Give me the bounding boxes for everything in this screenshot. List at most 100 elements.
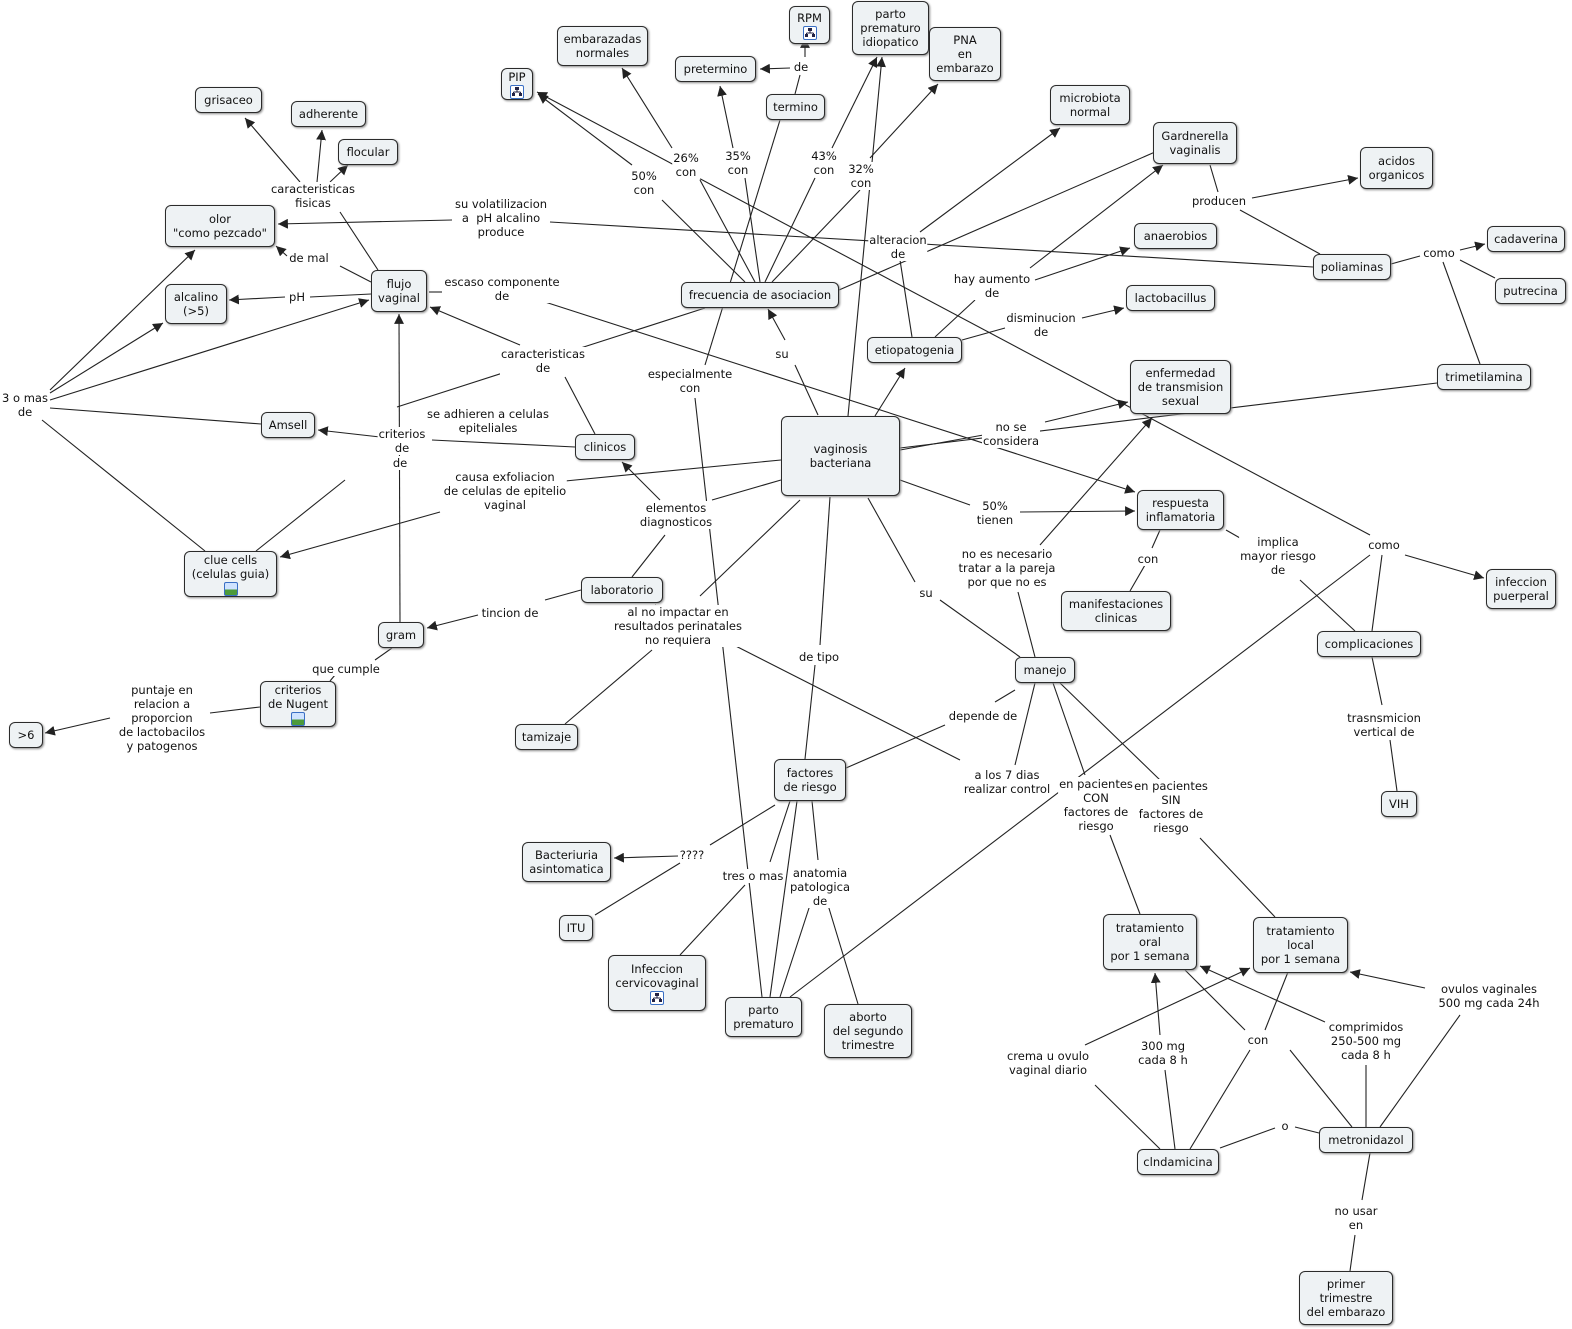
concept-gardnerella[interactable]: Gardnerella vaginalis: [1153, 122, 1237, 164]
concept-flujo[interactable]: flujo vaginal: [371, 270, 427, 312]
concept-clinicos[interactable]: clinicos: [575, 434, 635, 460]
link-label[interactable]: no se considera: [982, 420, 1040, 448]
link-label[interactable]: 32% con: [847, 162, 875, 190]
link-label[interactable]: tres o mas: [721, 869, 785, 883]
submap-icon[interactable]: [650, 990, 664, 1005]
link-label[interactable]: o: [1280, 1119, 1290, 1133]
concept-acidos[interactable]: acidos organicos: [1360, 147, 1433, 189]
link-label[interactable]: depende de: [947, 709, 1019, 723]
concept-nugent[interactable]: criterios de Nugent: [260, 681, 336, 727]
link-label[interactable]: de tipo: [797, 650, 841, 664]
concept-trimetilamina[interactable]: trimetilamina: [1437, 364, 1531, 390]
link-label[interactable]: se adhieren a celulas epiteliales: [426, 407, 550, 435]
link-label[interactable]: 50% tienen: [975, 499, 1015, 527]
link-label[interactable]: anatomia patologica de: [789, 866, 851, 908]
link-label[interactable]: ????: [678, 848, 706, 862]
link-label[interactable]: tincion de: [480, 606, 540, 620]
concept-puerperal[interactable]: infeccion puerperal: [1486, 569, 1556, 609]
link-label[interactable]: como: [1422, 246, 1456, 260]
image-icon[interactable]: [223, 581, 238, 596]
concept-primer[interactable]: primer trimestre del embarazo: [1299, 1271, 1393, 1325]
link-label[interactable]: ovulos vaginales 500 mg cada 24h: [1437, 982, 1541, 1010]
concept-microbiota[interactable]: microbiota normal: [1050, 85, 1130, 125]
link-label[interactable]: especialmente con: [646, 367, 734, 395]
link-label[interactable]: 3 o mas de: [1, 391, 49, 419]
concept-oral[interactable]: tratamiento oral por 1 semana: [1103, 914, 1197, 970]
link-label[interactable]: a los 7 dias realizar control: [962, 768, 1052, 796]
link-label[interactable]: 50% con: [630, 169, 658, 197]
concept-putrecina[interactable]: putrecina: [1495, 278, 1566, 304]
concept-clndamicina[interactable]: clndamicina: [1137, 1149, 1219, 1175]
concept-complicaciones[interactable]: complicaciones: [1317, 631, 1421, 657]
link-label[interactable]: que cumple: [311, 662, 381, 676]
concept-gram[interactable]: gram: [378, 622, 424, 648]
concept-termino[interactable]: termino: [766, 94, 825, 120]
link-label[interactable]: 35% con: [724, 149, 752, 177]
link-label[interactable]: comprimidos 250-500 mg cada 8 h: [1327, 1020, 1405, 1062]
concept-factores[interactable]: factores de riesgo: [774, 759, 846, 801]
concept-clue[interactable]: clue cells (celulas guia): [184, 551, 277, 597]
concept-respuesta[interactable]: respuesta inflamatoria: [1137, 490, 1224, 530]
concept-alcalino[interactable]: alcalino (>5): [165, 284, 227, 324]
concept-pna[interactable]: PNA en embarazo: [929, 27, 1001, 81]
concept-adherente[interactable]: adherente: [291, 101, 366, 127]
concept-rpm[interactable]: RPM: [789, 6, 830, 44]
concept-partoprematuro[interactable]: parto prematuro: [725, 997, 802, 1037]
link-label[interactable]: 43% con: [810, 149, 838, 177]
link-label[interactable]: su: [918, 586, 934, 600]
link-label[interactable]: al no impactar en resultados perinatales…: [612, 605, 744, 647]
concept-vih[interactable]: VIH: [1381, 791, 1417, 817]
link-label[interactable]: escaso componente de: [443, 275, 561, 303]
concept-embarazadas[interactable]: embarazadas normales: [557, 26, 648, 66]
concept-flocular[interactable]: flocular: [338, 139, 398, 165]
concept-olor[interactable]: olor "como pezcado": [165, 205, 275, 247]
link-label[interactable]: alteracion de: [868, 233, 928, 261]
link-label[interactable]: como: [1367, 538, 1401, 552]
link-label[interactable]: producen: [1190, 194, 1248, 208]
concept-manifestaciones[interactable]: manifestaciones clinicas: [1061, 591, 1171, 631]
concept-amsell[interactable]: Amsell: [261, 412, 315, 438]
link-label[interactable]: con: [1136, 552, 1160, 566]
link-label[interactable]: en pacientes SIN factores de riesgo: [1133, 779, 1209, 835]
concept-etiopatogenia[interactable]: etiopatogenia: [867, 337, 962, 363]
link-label[interactable]: hay aumento de: [952, 272, 1032, 300]
concept-cadaverina[interactable]: cadaverina: [1487, 226, 1565, 252]
submap-icon[interactable]: [510, 84, 524, 99]
concept-manejo[interactable]: manejo: [1015, 657, 1075, 683]
link-label[interactable]: con: [1246, 1033, 1270, 1047]
concept-itu[interactable]: ITU: [559, 915, 593, 941]
link-label[interactable]: no es necesario tratar a la pareja por q…: [957, 547, 1057, 589]
submap-icon[interactable]: [802, 25, 817, 40]
link-label[interactable]: criterios de: [377, 427, 427, 455]
link-label[interactable]: crema u ovulo vaginal diario: [1005, 1049, 1091, 1077]
concept-grisaceo[interactable]: grisaceo: [195, 87, 262, 113]
link-label[interactable]: puntaje en relacion a proporcion de lact…: [117, 683, 207, 753]
concept-lactobacillus[interactable]: lactobacillus: [1126, 285, 1215, 311]
concept-aborto[interactable]: aborto del segundo trimestre: [824, 1004, 912, 1058]
link-label[interactable]: elementos diagnosticos: [638, 501, 714, 529]
concept-bacteriuria[interactable]: Bacteriuria asintomatica: [522, 842, 611, 882]
concept-laboratorio[interactable]: laboratorio: [581, 577, 663, 603]
link-label[interactable]: pH: [288, 290, 306, 304]
link-label[interactable]: disminucion de: [1005, 311, 1077, 339]
concept-ets[interactable]: enfermedad de transmision sexual: [1130, 360, 1231, 414]
concept-pip[interactable]: PIP: [501, 68, 533, 100]
link-label[interactable]: trasnsmicion vertical de: [1346, 711, 1422, 739]
concept-local[interactable]: tratamiento local por 1 semana: [1253, 917, 1348, 973]
concept-vaginosis[interactable]: vaginosis bacteriana: [781, 416, 900, 496]
link-label[interactable]: caracteristicas de: [499, 347, 587, 375]
image-icon[interactable]: [291, 711, 305, 726]
concept-poliaminas[interactable]: poliaminas: [1313, 254, 1391, 280]
link-label[interactable]: implica mayor riesgo de: [1239, 535, 1317, 577]
concept-pretermino[interactable]: pretermino: [675, 56, 756, 82]
concept-gt6[interactable]: >6: [9, 722, 43, 748]
link-label[interactable]: en pacientes CON factores de riesgo: [1058, 777, 1134, 833]
link-label[interactable]: caracteristicas fisicas: [269, 182, 357, 210]
concept-cervicovaginal[interactable]: Infeccion cervicovaginal: [608, 955, 706, 1011]
concept-idiopatico[interactable]: parto prematuro idiopatico: [852, 1, 929, 55]
link-label[interactable]: de: [792, 60, 810, 74]
link-label[interactable]: 300 mg cada 8 h: [1137, 1039, 1189, 1067]
concept-frecuencia[interactable]: frecuencia de asociacion: [681, 282, 839, 308]
concept-metronidazol[interactable]: metronidazol: [1319, 1127, 1413, 1153]
link-label[interactable]: de mal: [288, 251, 330, 265]
